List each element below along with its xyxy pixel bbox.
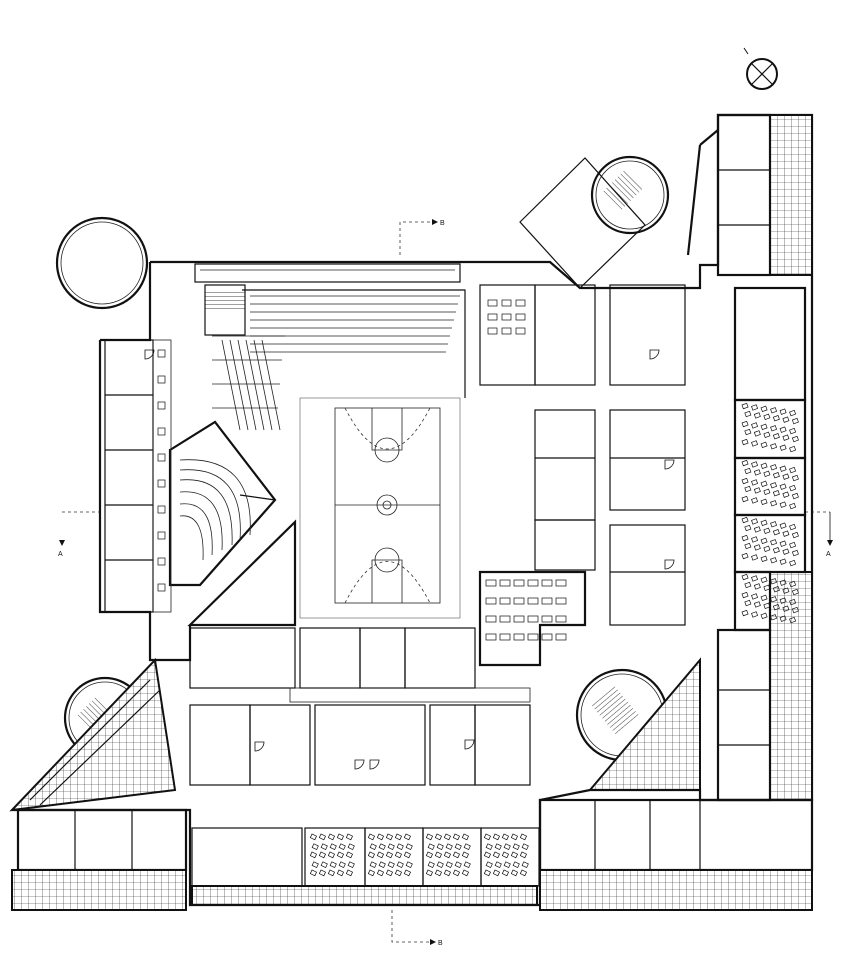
north-corridor: [194, 263, 461, 336]
north-arrow-icon: [743, 47, 778, 90]
south-classrooms: [189, 627, 531, 786]
southwest-wing: [11, 808, 188, 911]
southeast-wing: [538, 798, 814, 911]
gymnasium: [242, 289, 466, 619]
section-mark-b-bottom: B: [391, 910, 443, 947]
courtyard-triangle-center: [187, 519, 297, 627]
lecture-theatre: [168, 420, 277, 587]
section-mark-a-right: A: [805, 511, 833, 558]
section-label: B: [438, 940, 443, 947]
bleachers: [212, 295, 460, 431]
courtyard-triangle-southeast: [587, 657, 701, 791]
section-mark-a-left: A: [58, 511, 100, 558]
bottom-classrooms: [191, 827, 540, 906]
east-wing: [686, 113, 813, 802]
stair-tower-northwest: [55, 216, 149, 310]
service-cores: [144, 349, 675, 770]
central-classrooms: [478, 284, 686, 667]
basketball-court: [334, 407, 441, 604]
section-label: B: [440, 220, 445, 227]
courtyard-triangle-southwest: [9, 657, 177, 812]
section-mark-b-top: B: [399, 219, 445, 255]
east-classrooms: [733, 286, 807, 632]
section-label: A: [826, 551, 831, 558]
west-classrooms: [104, 339, 172, 613]
stair-tower-north: [519, 155, 670, 289]
section-label: A: [58, 551, 63, 558]
